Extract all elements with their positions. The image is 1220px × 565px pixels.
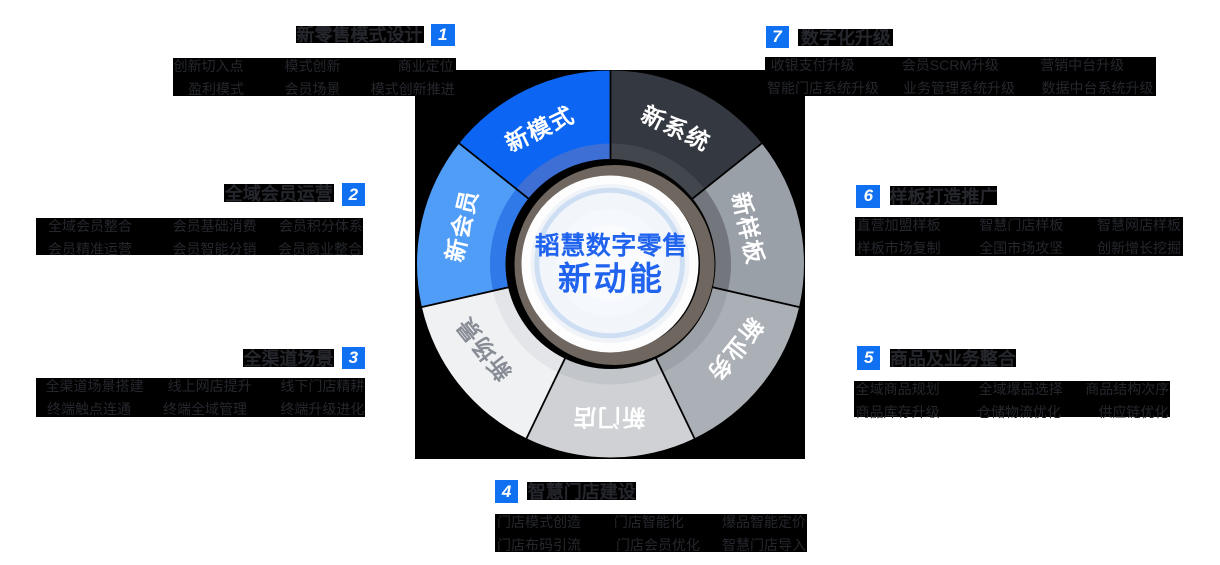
svg-text:新动能: 新动能 bbox=[558, 259, 665, 296]
svg-text:新门店: 新门店 bbox=[572, 404, 646, 430]
svg-text:韬慧数字零售: 韬慧数字零售 bbox=[535, 231, 688, 260]
